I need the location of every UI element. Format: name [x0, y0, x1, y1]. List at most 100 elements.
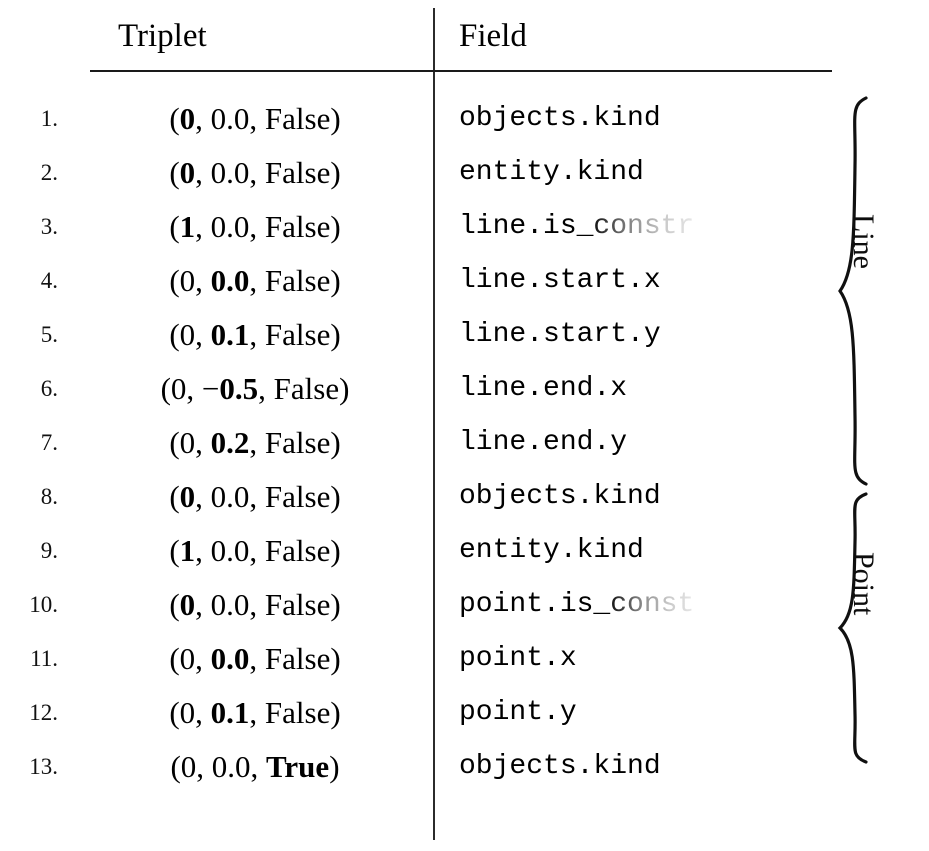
row-index: 1. — [40, 106, 58, 131]
triplet-close-paren: ) — [330, 641, 341, 676]
field-cell: line.end.x — [459, 362, 627, 416]
triplet-open-paren: ( — [169, 209, 180, 244]
triplet-open-paren: ( — [169, 263, 180, 298]
field-cell: objects.kind — [459, 92, 661, 146]
triplet-separator: , — [249, 263, 265, 298]
triplet-value-flag: False — [264, 263, 331, 298]
triplet-value-kind: 0 — [179, 317, 196, 352]
field-text-truncated: const — [610, 589, 695, 620]
triplet-value-number: 0.0 — [210, 155, 250, 190]
field-cell: line.start.x — [459, 254, 661, 308]
field-cell: point.is_const — [459, 578, 694, 632]
row-index: 11. — [30, 646, 58, 671]
triplet-close-paren: ) — [339, 371, 350, 406]
triplet-separator: , — [258, 371, 274, 406]
table-row: 8. (0, 0.0, False) objects.kind — [0, 470, 929, 524]
triplet-close-paren: ) — [330, 425, 341, 460]
triplet-open-paren: ( — [169, 479, 180, 514]
triplet-cell: (0, 0.0, False) — [90, 578, 420, 632]
triplet-open-paren: ( — [169, 101, 180, 136]
triplet-value-kind: 0 — [179, 587, 196, 622]
triplet-close-paren: ) — [330, 155, 341, 190]
field-cell: line.start.y — [459, 308, 661, 362]
triplet-value-kind: 1 — [179, 209, 196, 244]
field-cell: point.y — [459, 686, 577, 740]
header-rule — [90, 70, 832, 72]
triplet-cell: (0, 0.1, False) — [90, 308, 420, 362]
field-text: line.start.x — [459, 265, 661, 296]
triplet-value-kind: 1 — [179, 533, 196, 568]
triplet-value-kind: 0 — [179, 695, 196, 730]
field-cell: point.x — [459, 632, 577, 686]
triplet-value-flag: False — [264, 101, 331, 136]
triplet-cell: (0, 0.0, False) — [90, 470, 420, 524]
triplet-close-paren: ) — [330, 587, 341, 622]
triplet-separator: , — [195, 479, 211, 514]
table-row: 3.(1, 0.0, False)line.is_constr — [0, 200, 929, 254]
triplet-open-paren: ( — [169, 317, 180, 352]
row-index: 8. — [40, 484, 58, 509]
triplet-separator: , — [249, 533, 265, 568]
row-index: 5. — [40, 322, 58, 347]
triplet-separator: , — [250, 749, 267, 784]
row-index: 7. — [40, 430, 58, 455]
row-index: 6. — [40, 376, 58, 401]
row-index: 9. — [40, 538, 58, 563]
field-cell: objects.kind — [459, 470, 661, 524]
row-index: 12. — [29, 700, 58, 725]
table-row: 7.(0, 0.2, False)line.end.y — [0, 416, 929, 470]
field-text: entity.kind — [459, 535, 644, 566]
triplet-open-paren: ( — [169, 695, 180, 730]
triplet-value-number: 0.0 — [210, 641, 250, 676]
triplet-separator: , — [249, 101, 265, 136]
triplet-value-kind: 0 — [179, 263, 196, 298]
triplet-separator: , — [249, 695, 265, 730]
triplet-value-flag: False — [264, 587, 331, 622]
triplet-cell: (0, 0.0, True) — [90, 740, 420, 794]
triplet-cell: (1, 0.0, False) — [90, 200, 420, 254]
triplet-value-number: 0.0 — [210, 101, 250, 136]
field-cell: line.is_constr — [459, 200, 694, 254]
field-text: objects.kind — [459, 103, 661, 134]
triplet-separator: , — [195, 695, 211, 730]
triplet-value-kind: 0 — [179, 641, 196, 676]
curly-brace-icon — [838, 96, 868, 486]
triplet-close-paren: ) — [330, 317, 341, 352]
triplet-cell: (0, 0.1, False) — [90, 686, 420, 740]
table-row: 6. (0, −0.5, False) line.end.x — [0, 362, 929, 416]
triplet-separator: , — [195, 155, 211, 190]
triplet-value-kind: 0 — [179, 101, 196, 136]
triplet-separator: , — [195, 317, 211, 352]
triplet-separator: , — [249, 209, 265, 244]
triplet-cell: (0, −0.5, False) — [90, 362, 420, 416]
field-text-truncated: constr — [593, 211, 695, 242]
field-text: line.end.y — [459, 427, 628, 458]
triplet-open-paren: ( — [169, 155, 180, 190]
triplet-close-paren: ) — [330, 695, 341, 730]
table-header: Triplet Field — [0, 14, 929, 64]
triplet-close-paren: ) — [330, 263, 341, 298]
triplet-separator: , — [195, 101, 211, 136]
triplet-separator: , — [249, 317, 265, 352]
triplet-open-paren: ( — [169, 641, 180, 676]
triplet-separator: , — [195, 533, 211, 568]
field-text: point.x — [459, 643, 577, 674]
triplet-value-number: 0.0 — [210, 263, 250, 298]
triplet-close-paren: ) — [330, 533, 341, 568]
triplet-cell: (1, 0.0, False) — [90, 524, 420, 578]
triplet-separator: , — [195, 425, 211, 460]
field-text: entity.kind — [459, 157, 644, 188]
triplet-separator: , — [195, 209, 211, 244]
group-label-line: Line — [847, 214, 880, 269]
field-text: objects.kind — [459, 751, 661, 782]
triplet-cell: (0, 0.0, False) — [90, 92, 420, 146]
triplet-value-number: 0.0 — [210, 587, 250, 622]
triplet-value-sign: − — [201, 371, 220, 406]
field-text: objects.kind — [459, 481, 661, 512]
triplet-value-number: 0.0 — [210, 533, 250, 568]
triplet-cell: (0, 0.0, False) — [90, 632, 420, 686]
triplet-separator: , — [249, 155, 265, 190]
triplet-value-flag: False — [264, 317, 331, 352]
